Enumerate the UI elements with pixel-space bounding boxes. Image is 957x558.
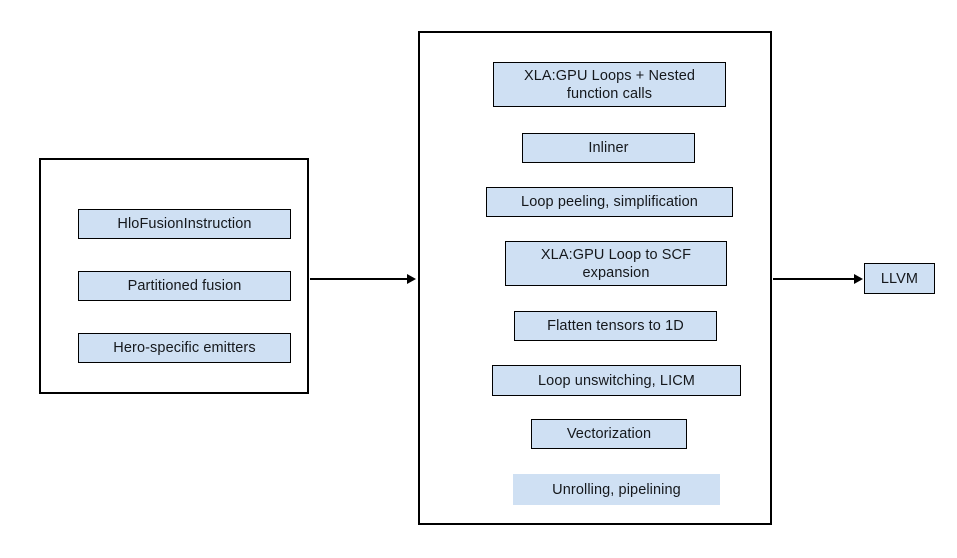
node-hero-specific-emitters[interactable]: Hero-specific emitters xyxy=(78,333,291,363)
node-partitioned-fusion[interactable]: Partitioned fusion xyxy=(78,271,291,301)
connector-line xyxy=(310,278,408,280)
node-xla-gpu-loops-nested-function-calls[interactable]: XLA:GPU Loops + Nested function calls xyxy=(493,62,726,107)
node-hlo-fusion-instruction[interactable]: HloFusionInstruction xyxy=(78,209,291,239)
node-label: Inliner xyxy=(588,140,629,156)
arrow-head-icon xyxy=(854,274,863,284)
arrow-head-icon xyxy=(407,274,416,284)
node-label: LLVM xyxy=(880,270,919,287)
node-loop-unswitching-licm[interactable]: Loop unswitching, LICM xyxy=(492,365,741,396)
node-label: Unrolling, pipelining xyxy=(552,481,681,498)
node-flatten-tensors-to-1d[interactable]: Flatten tensors to 1D xyxy=(514,311,717,341)
node-xla-gpu-loop-to-scf-expansion[interactable]: XLA:GPU Loop to SCF expansion xyxy=(505,241,727,286)
node-label: HloFusionInstruction xyxy=(117,216,252,232)
node-llvm[interactable]: LLVM xyxy=(864,263,935,294)
node-label: Flatten tensors to 1D xyxy=(547,318,684,334)
connector-line xyxy=(773,278,855,280)
node-loop-peeling-simplification[interactable]: Loop peeling, simplification xyxy=(486,187,733,217)
node-label: Loop peeling, simplification xyxy=(521,194,698,210)
node-label: XLA:GPU Loop to SCF expansion xyxy=(540,246,692,281)
node-label: Hero-specific emitters xyxy=(113,340,256,356)
node-vectorization[interactable]: Vectorization xyxy=(531,419,687,449)
node-unrolling-pipelining[interactable]: Unrolling, pipelining xyxy=(513,474,720,505)
node-label: Partitioned fusion xyxy=(127,278,242,294)
node-label: XLA:GPU Loops + Nested function calls xyxy=(523,67,696,102)
node-label: Vectorization xyxy=(566,426,652,442)
node-label: Loop unswitching, LICM xyxy=(538,372,695,389)
node-inliner[interactable]: Inliner xyxy=(522,133,695,163)
